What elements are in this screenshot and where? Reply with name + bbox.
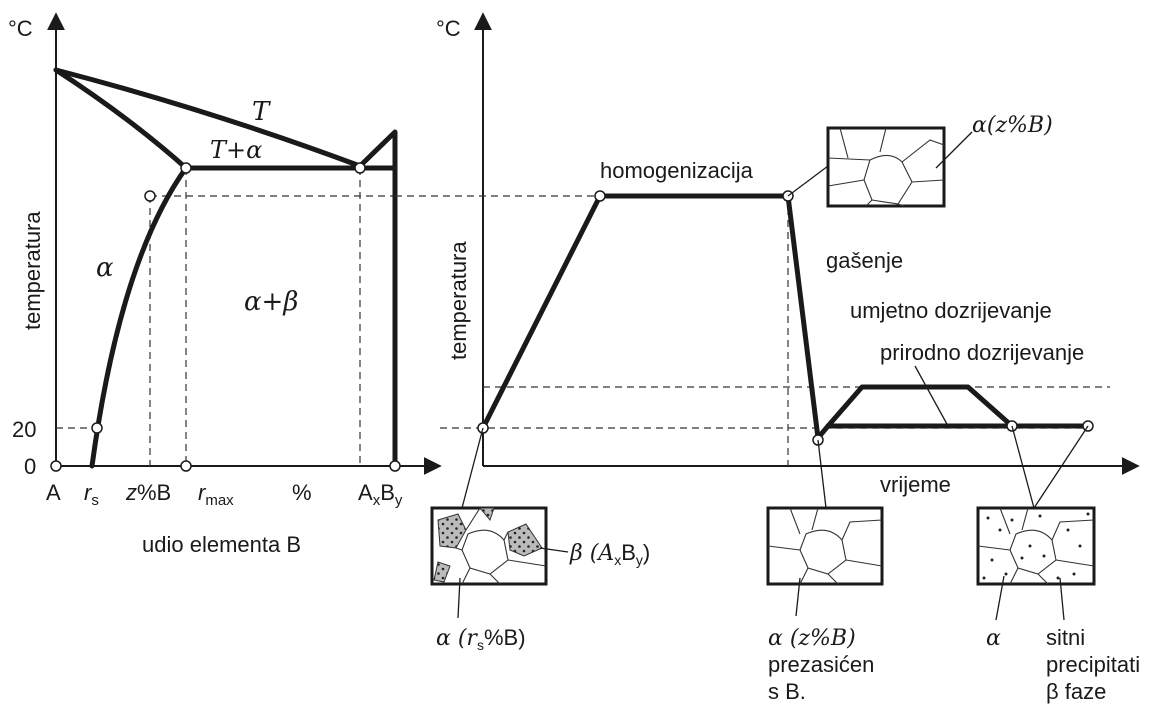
leader-prirodno — [914, 365, 949, 427]
x-tick-rs: rs — [84, 480, 99, 509]
micro-homogenized: α(z%B) — [787, 113, 1053, 208]
right-x-label: vrijeme — [880, 472, 951, 497]
label-homogenizacija: homogenizacija — [600, 158, 754, 183]
x-tick-A: A — [46, 480, 61, 505]
left-tick-20: 20 — [12, 417, 36, 442]
point-rmax-axis — [180, 460, 192, 472]
x-tick-z: z%B — [125, 480, 171, 505]
heat-treatment-curve — [480, 193, 1091, 441]
artificial-aging-curve — [825, 384, 1015, 429]
micro2-line1: α (z%B) — [768, 626, 856, 651]
solvus-curve — [89, 165, 189, 469]
micro3-line3: β faze — [1046, 679, 1106, 704]
phase-diagram: °C temperatura 20 0 A rs z%B rmax % AxBy… — [8, 12, 442, 557]
micro1-beta-label: β (AxBy) — [569, 540, 650, 568]
label-umjetno: umjetno dozrijevanje — [850, 298, 1052, 323]
left-x-label: udio elementa B — [142, 532, 301, 557]
right-y-label: temperatura — [446, 241, 471, 360]
x-tick-percent: % — [292, 480, 312, 505]
label-prirodno: prirodno dozrijevanje — [880, 340, 1084, 365]
point-A — [50, 460, 62, 472]
micro-quenched: α (z%B) prezasićen s B. — [766, 439, 884, 704]
micro2-line3: s B. — [768, 679, 806, 704]
region-alpha: α — [96, 253, 114, 283]
region-T-alpha: T+α — [210, 136, 262, 164]
label-gasenje: gašenje — [826, 248, 903, 273]
point-AxBy — [389, 460, 401, 472]
heat-treatment-diagram: °C temperatura vrijeme homogenizacija ga… — [395, 12, 1140, 497]
micro2-line2: prezasićen — [768, 652, 874, 677]
compound-liquidus — [357, 129, 398, 469]
micro-aged: α sitni precipitati β faze — [976, 425, 1140, 704]
micro-initial: β (AxBy) α (rs%B) — [430, 427, 650, 653]
curve-point-homog-start — [594, 190, 606, 202]
liquidus-curve — [53, 67, 363, 169]
micro3-line2: precipitati — [1046, 652, 1140, 677]
left-y-unit: °C — [8, 16, 33, 41]
micro3-line1: sitni — [1046, 625, 1085, 650]
right-y-unit: °C — [436, 16, 461, 41]
point-rmax — [180, 162, 192, 174]
left-y-label: temperatura — [20, 211, 45, 330]
micro3-alpha: α — [986, 626, 1001, 651]
micro1-alpha-label: α (rs%B) — [436, 625, 526, 653]
x-tick-AxBy: AxBy — [358, 480, 403, 509]
x-tick-rmax: rmax — [198, 480, 234, 509]
region-alpha-beta: α+β — [244, 287, 298, 317]
point-z-aging — [144, 190, 156, 202]
solidus-curve — [53, 67, 189, 171]
micro-top-label: α(z%B) — [972, 113, 1053, 138]
point-eutectic — [354, 162, 366, 174]
region-T: T — [252, 97, 271, 127]
point-rs-20 — [91, 422, 103, 434]
left-tick-0: 0 — [24, 454, 36, 479]
